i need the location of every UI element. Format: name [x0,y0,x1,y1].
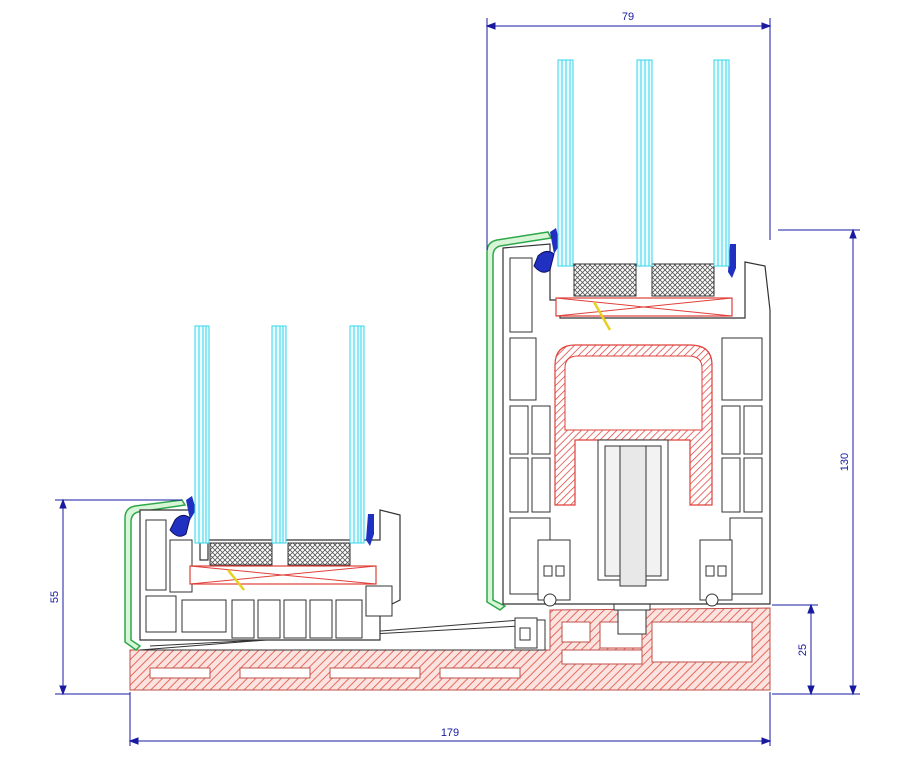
seal-wire-right [592,301,612,331]
seal-wire-left [227,569,245,591]
spacer-right-1 [573,263,637,297]
gasket-left-inner [366,514,374,546]
glass-right [557,59,730,267]
dimension-label-179: 179 [441,727,459,739]
dimension-label-79: 79 [622,11,634,23]
dimension-track-height [772,603,818,696]
cover-strip-right [486,231,553,611]
dimension-label-55: 55 [49,591,61,603]
threshold-base [129,591,771,691]
fixed-sash-profile [124,496,401,651]
glass-left [194,325,365,544]
dimension-sliding-height [778,228,860,696]
gasket-left-outer [169,514,191,537]
spacer-right-2 [651,263,715,297]
dimension-sash-width [485,18,772,250]
gasket-right-inner [728,244,736,278]
spacer-left-2 [287,542,351,566]
cover-strip-left [124,499,187,651]
gasket-right-outer [533,250,555,273]
spacer-left-1 [209,542,273,566]
dimension-overall-width [128,692,772,746]
sliding-sash-profile [486,228,771,611]
dimension-fixed-height [55,498,182,696]
dimension-label-130: 130 [839,453,851,471]
dimension-label-25: 25 [797,644,809,656]
